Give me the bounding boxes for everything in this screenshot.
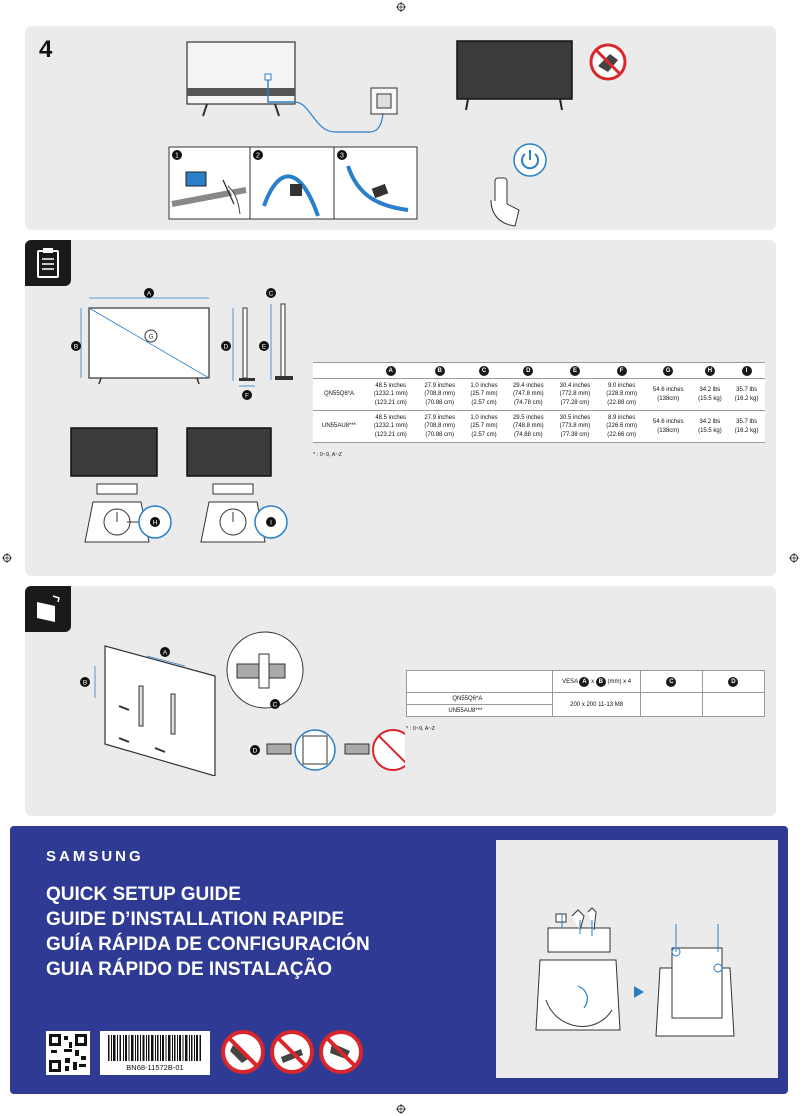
no-lay-flat-warning-icon (270, 1030, 314, 1074)
model-name: QN55Q6*A (313, 378, 365, 411)
spec-footnote: * : 0~9, A~Z (313, 452, 343, 458)
spec-header-model (313, 362, 365, 379)
registration-mark-right (789, 553, 799, 563)
title-french: GUIDE D’INSTALLATION RAPIDE (46, 909, 345, 930)
spec-cell: 29.5 inches(748.8 mm)(74.88 cm) (504, 410, 552, 443)
step-number: 4 (39, 36, 53, 63)
table-row: QN55Q6*A 48.5 inches(1232.1 mm)(123.21 c… (313, 378, 765, 411)
spec-col-i: I (741, 365, 752, 376)
wall-mount-icon (25, 586, 71, 632)
spec-col-a: A (385, 365, 396, 376)
wall-mount-panel: B A C D VESA A x B (mm) x 4 (25, 586, 776, 816)
guide-titles: QUICK SETUP GUIDE GUIDE D’INSTALLATION R… (46, 882, 370, 982)
brand-logo: SAMSUNG (46, 848, 144, 865)
spec-cell: 34.2 lbs(15.5 kg) (691, 378, 729, 411)
table-row: UN55AU8*** 48.5 inches(1232.1 mm)(123.21… (313, 410, 765, 443)
no-touch-screen-icon (589, 43, 627, 81)
qr-code (46, 1031, 90, 1075)
tv-rear-cable-illustration (186, 41, 398, 133)
vesa-header-row: VESA A x B (mm) x 4 C D (405, 670, 766, 693)
label-c: C (269, 291, 274, 298)
tv-dimension-diagram: A B G D C E F (71, 288, 293, 400)
registration-mark-top (396, 2, 406, 12)
spec-col-c: C (479, 365, 489, 376)
wall-label-d: D (253, 748, 258, 755)
spec-cell: 1.0 inches(25.7 mm)(2.57 cm) (463, 378, 505, 411)
label-e: E (262, 344, 267, 351)
specifications-panel: A B G D C E F H I (25, 240, 776, 576)
title-spanish: GUÍA RÁPIDA DE CONFIGURACIÓN (46, 934, 370, 955)
spec-col-f: F (616, 365, 627, 376)
wall-label-c: C (273, 702, 278, 709)
label-b: B (74, 344, 78, 351)
label-f: F (245, 393, 249, 400)
label-i: I (270, 520, 272, 527)
spec-cell: 35.7 lbs(16.2 kg) (728, 410, 765, 443)
specifications-table: A B C D E F G H I QN55Q6*A 48.5 inches(1… (313, 362, 765, 443)
model-name: UN55AU8*** (313, 410, 365, 443)
part-number: BN68-11572B-01 (126, 1063, 184, 1072)
barcode: BN68-11572B-01 (100, 1031, 210, 1075)
spec-col-e: E (569, 365, 580, 376)
model-name: QN55Q6*A (405, 692, 554, 705)
step-4-panel: 4 1 2 3 (25, 26, 776, 230)
label-h: H (153, 520, 158, 527)
wall-label-b: B (83, 680, 87, 687)
tv-front-illustration (456, 40, 573, 111)
table-row: UN55AU8*** (405, 704, 765, 717)
spec-header-row: A B C D E F G H I (313, 362, 765, 379)
unboxing-illustration (496, 840, 778, 1078)
cover-panel: SAMSUNG QUICK SETUP GUIDE GUIDE D’INSTAL… (10, 826, 788, 1094)
spec-col-h: H (704, 365, 715, 376)
spec-cell: 35.7 lbs(16.2 kg) (728, 378, 765, 411)
svg-text:3: 3 (340, 153, 344, 160)
remote-power-illustration (490, 143, 547, 227)
registration-mark-left (2, 553, 12, 563)
vesa-header: VESA A x B (mm) x 4 (552, 670, 641, 693)
spec-col-g: G (663, 365, 674, 376)
cable-management-steps: 1 2 3 (168, 146, 418, 220)
spec-cell: 30.4 inches(772.8 mm)(77.28 cm) (551, 378, 599, 411)
spec-cell: 27.9 inches(708.8 mm)(70.88 cm) (416, 410, 464, 443)
svg-text:2: 2 (256, 153, 260, 160)
clipboard-icon (25, 240, 71, 286)
spec-cell: 48.5 inches(1232.1 mm)(123.21 cm) (365, 378, 417, 411)
spec-cell: 54.6 inches(138cm) (644, 378, 692, 411)
spec-col-d: D (523, 365, 534, 376)
vesa-col-c: C (666, 676, 677, 687)
spec-cell: 29.4 inches(747.8 mm)(74.78 cm) (504, 378, 552, 411)
svg-text:1: 1 (175, 153, 179, 160)
spec-cell: 30.5 inches(773.8 mm)(77.38 cm) (551, 410, 599, 443)
model-name: UN55AU8*** (405, 704, 554, 717)
spec-col-b: B (434, 365, 445, 376)
no-press-screen-warning-icon (319, 1030, 363, 1074)
table-row: QN55Q6*A 200 x 200 11-13 M8 (405, 692, 766, 717)
label-d: D (224, 344, 229, 351)
title-english: QUICK SETUP GUIDE (46, 884, 241, 905)
vesa-footnote: * : 0~9, A~Z (406, 726, 436, 732)
spec-cell: 34.2 lbs(15.5 kg) (691, 410, 729, 443)
title-portuguese: GUIA RÁPIDO DE INSTALAÇÃO (46, 959, 333, 980)
spec-cell: 1.0 inches(25.7 mm)(2.57 cm) (463, 410, 505, 443)
label-g: G (148, 334, 153, 341)
label-a: A (147, 291, 152, 298)
spec-cell: 8.9 inches(226.6 mm)(22.66 cm) (598, 410, 645, 443)
registration-mark-bottom (396, 1104, 406, 1114)
vesa-col-d: D (728, 676, 739, 687)
spec-cell: 54.6 inches(138cm) (644, 410, 692, 443)
spec-cell: 9.0 inches(228.8 mm)(22.88 cm) (598, 378, 645, 411)
spec-cell: 27.9 inches(708.8 mm)(70.88 cm) (416, 378, 464, 411)
wall-mount-diagram: B A C D (80, 631, 405, 776)
no-touch-screen-warning-icon (221, 1030, 265, 1074)
vesa-table: VESA A x B (mm) x 4 C D QN55Q6*A 200 x 2… (405, 670, 766, 717)
wall-label-a: A (163, 650, 168, 657)
spec-cell: 48.5 inches(1232.1 mm)(123.21 cm) (365, 410, 417, 443)
vesa-value: 200 x 200 11-13 M8 (552, 692, 641, 717)
weight-scales-diagram: H I (70, 427, 288, 543)
